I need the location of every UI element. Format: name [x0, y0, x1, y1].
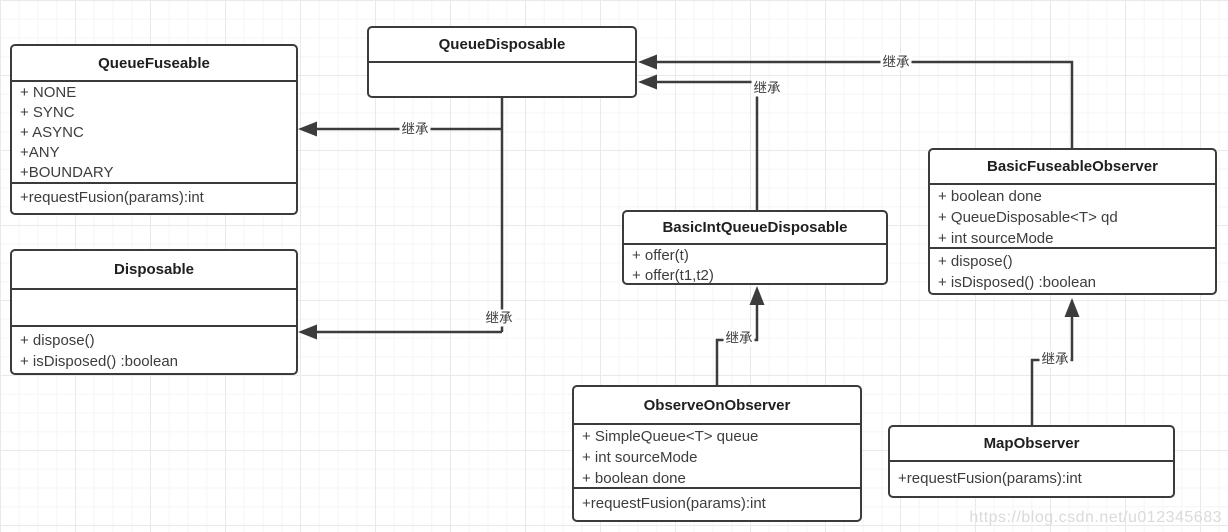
class-fields: + SimpleQueue<T> queue + int sourceMode …	[574, 425, 860, 489]
uml-method: + offer(t)	[632, 247, 689, 264]
uml-field: + SimpleQueue<T> queue	[582, 428, 759, 445]
uml-field: + boolean done	[938, 188, 1042, 205]
class-title: QueueFuseable	[12, 46, 296, 82]
class-box-mapobserver: MapObserver +requestFusion(params):int	[888, 425, 1175, 498]
class-title: ObserveOnObserver	[574, 387, 860, 425]
class-methods: + dispose() + isDisposed() :boolean	[12, 327, 296, 373]
edge-label-inherit: 继承	[723, 329, 755, 347]
uml-field: + int sourceMode	[938, 230, 1054, 247]
arrowhead-basicintqueuedisposable	[749, 286, 765, 305]
class-box-queuedisposable: QueueDisposable	[367, 26, 637, 98]
class-fields: + NONE + SYNC + ASYNC +ANY +BOUNDARY	[12, 82, 296, 184]
arrowhead-basicfuseableobserver	[1064, 298, 1080, 317]
uml-field: +BOUNDARY	[20, 164, 114, 181]
class-box-observeonobserver: ObserveOnObserver + SimpleQueue<T> queue…	[572, 385, 862, 522]
uml-method: +requestFusion(params):int	[20, 189, 204, 206]
arrowhead-queuefuseable	[298, 121, 317, 137]
uml-method: + offer(t1,t2)	[632, 267, 714, 283]
edge-label-inherit: 继承	[880, 53, 912, 71]
edge-label-inherit: 继承	[483, 309, 515, 327]
class-title: Disposable	[12, 251, 296, 290]
uml-method: +requestFusion(params):int	[582, 495, 766, 512]
class-methods: + offer(t) + offer(t1,t2)	[624, 245, 886, 283]
uml-field: + NONE	[20, 84, 77, 101]
uml-field: + QueueDisposable<T> qd	[938, 209, 1118, 226]
class-title: QueueDisposable	[369, 28, 635, 63]
class-box-basicfuseableobserver: BasicFuseableObserver + boolean done + Q…	[928, 148, 1217, 295]
class-methods: +requestFusion(params):int	[890, 462, 1173, 496]
uml-method: + dispose()	[938, 253, 1013, 270]
uml-method: + isDisposed() :boolean	[938, 274, 1097, 291]
class-methods: +requestFusion(params):int	[12, 184, 296, 213]
arrowhead-disposable	[298, 324, 317, 340]
class-methods: + dispose() + isDisposed() :boolean	[930, 249, 1215, 293]
class-methods: +requestFusion(params):int	[574, 489, 860, 520]
class-box-basicintqueuedisposable: BasicIntQueueDisposable + offer(t) + off…	[622, 210, 888, 285]
class-box-queuefuseable: QueueFuseable + NONE + SYNC + ASYNC +ANY…	[10, 44, 298, 215]
arrowhead-queuedisposable-top	[638, 54, 657, 70]
uml-method: +requestFusion(params):int	[898, 470, 1082, 487]
edge-label-inherit: 继承	[751, 79, 783, 97]
edge-label-inherit: 继承	[399, 120, 431, 138]
edge-basicfuseableobserver-queuedisposable	[654, 60, 1074, 148]
uml-field: + int sourceMode	[582, 449, 698, 466]
uml-field: + boolean done	[582, 470, 686, 487]
watermark-text: https://blog.csdn.net/u012345683	[969, 509, 1222, 526]
uml-method: + isDisposed() :boolean	[20, 353, 179, 370]
edge-basicintqueuedisposable-queuedisposable	[654, 80, 759, 210]
class-box-disposable: Disposable + dispose() + isDisposed() :b…	[10, 249, 298, 375]
class-fields-empty	[12, 290, 296, 327]
class-title: MapObserver	[890, 427, 1173, 462]
arrowhead-queuedisposable-bottom	[638, 74, 657, 90]
class-fields: + boolean done + QueueDisposable<T> qd +…	[930, 185, 1215, 249]
class-title: BasicIntQueueDisposable	[624, 212, 886, 245]
uml-field: + SYNC	[20, 104, 75, 121]
uml-method: + dispose()	[20, 332, 95, 349]
edge-label-inherit: 继承	[1039, 350, 1071, 368]
class-title: BasicFuseableObserver	[930, 150, 1215, 185]
edge-mapobserver-basicfuseableobserver	[1030, 314, 1074, 425]
class-body-empty	[369, 63, 635, 96]
uml-field: +ANY	[20, 144, 60, 161]
uml-field: + ASYNC	[20, 124, 84, 141]
